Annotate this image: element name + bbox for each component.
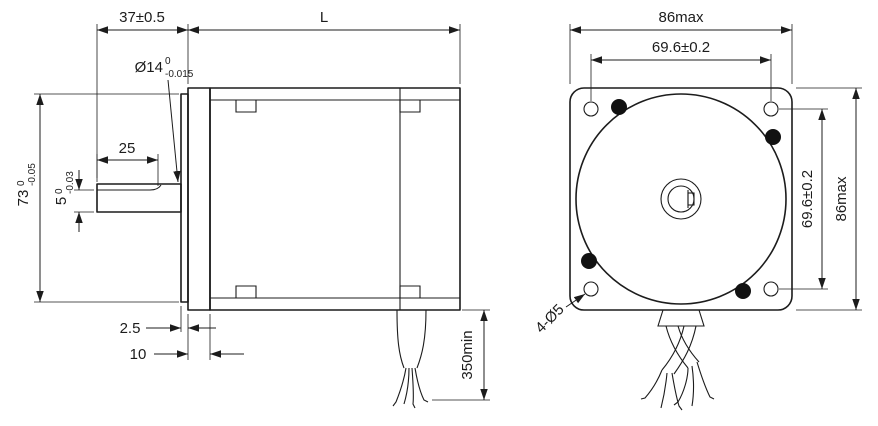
dim-flat-height: 5 0 -0.03 [53,170,94,232]
dim-hole-spacing-horizontal: 69.6±0.2 [590,39,772,101]
shaft-side [96,183,182,213]
cable-side [392,309,429,409]
dim-350-label: 350min [459,330,476,379]
mounting-holes [583,101,779,297]
dim-L-label: L [320,9,328,26]
screw-dot [735,283,751,299]
dim-pilot-diameter: 73 0 -0.05 [15,93,179,303]
shaft-diameter-value: Ø14 [135,59,163,76]
flat-height-lower-tol: -0.03 [65,171,76,194]
dim-2-5-label: 2.5 [120,320,141,337]
flange-plate-side [187,87,211,311]
flat-height-upper-tol: 0 [54,188,65,194]
dim-hole-spacing-vertical: 69.6±0.2 [779,108,828,290]
hub-circle [660,178,702,220]
holes-callout-label: 4-Ø5 [532,301,568,337]
dim-69-top-label: 69.6±0.2 [652,39,710,56]
dim-front-height: 86max [796,87,862,311]
dim-boss-protrusion: 2.5 [120,306,216,360]
dim-shaft-diameter: Ø14 0 -0.015 [135,56,194,183]
dim-front-width: 86max [569,9,793,84]
keyway-notch [687,192,695,206]
cable-front [640,309,715,411]
mounting-hole-bottom-left [583,281,599,297]
dim-10-label: 10 [130,346,147,363]
pilot-diameter-value: 73 [15,190,32,207]
mounting-holes-callout: 4-Ø5 [532,293,586,337]
dim-69-right-label: 69.6±0.2 [799,170,816,228]
motor-side-outline [96,87,461,311]
pilot-diameter-lower-tol: -0.05 [27,163,38,186]
shaft-diameter-lower-tol: -0.015 [165,69,194,80]
housing-inner-lines [210,88,460,310]
motor-body-side [209,87,461,311]
shaft-hole-circle [667,185,695,213]
side-view: 37±0.5 L Ø14 0 -0.015 25 [15,9,490,409]
pilot-diameter-upper-tol: 0 [16,180,27,186]
dim-86-right-label: 86max [833,176,850,222]
screw-dot [581,253,597,269]
dim-body-length: L [188,9,461,84]
shaft-flat-line [97,184,162,191]
dim-flat-length: 25 [96,140,159,186]
cable-grommet [657,309,705,327]
front-view: 86max 69.6±0.2 69.6±0.2 86max [532,9,862,411]
mounting-hole-bottom-right [763,281,779,297]
flat-height-value: 5 [53,197,70,205]
dim-cable-length: 350min [432,309,490,401]
flange-square [569,87,793,311]
motor-face-circle [575,93,787,305]
screw-dot [765,129,781,145]
dim-25-label: 25 [119,140,136,157]
dim-flange-thickness: 10 [130,314,244,363]
mounting-hole-top-left [583,101,599,117]
screw-dot [611,99,627,115]
dim-86-top-label: 86max [658,9,704,26]
dim-37-label: 37±0.5 [119,9,165,26]
mounting-hole-top-right [763,101,779,117]
assembly-screws [581,99,781,299]
dim-shaft-extension: 37±0.5 [96,9,189,178]
shaft-diameter-upper-tol: 0 [165,56,171,67]
pilot-boss-side [180,93,189,303]
